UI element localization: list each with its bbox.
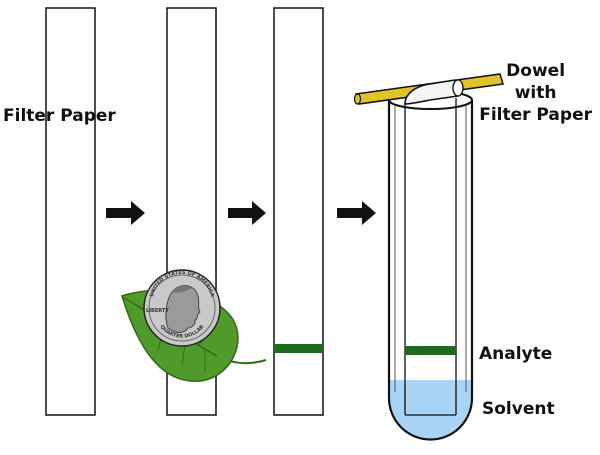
quarter-coin-icon: UNITED STATES OF AMERICA LIBERTY QUARTER… bbox=[143, 269, 221, 347]
filter-paper-strip-3 bbox=[273, 7, 324, 416]
coin-left-text: LIBERTY bbox=[146, 308, 169, 314]
dowel-label-line-3: Filter Paper bbox=[479, 105, 592, 125]
analyte-band-strip-3 bbox=[274, 344, 323, 353]
test-tube bbox=[387, 90, 474, 441]
right-arrow-icon bbox=[337, 201, 376, 225]
solvent-label: Solvent bbox=[482, 399, 555, 419]
analyte-band-tube bbox=[405, 346, 456, 355]
dowel-label-line-1: Dowel bbox=[506, 61, 566, 81]
solvent-liquid bbox=[389, 380, 472, 440]
dowel-label: Dowel with Filter Paper bbox=[479, 60, 592, 126]
filter-paper-label: Filter Paper bbox=[3, 106, 116, 126]
filter-paper-in-tube bbox=[404, 98, 457, 416]
analyte-label: Analyte bbox=[479, 344, 553, 364]
right-arrow-icon bbox=[106, 201, 145, 225]
right-arrow-icon bbox=[228, 201, 266, 225]
dowel-with-filter-paper bbox=[353, 73, 504, 105]
filter-paper-strip-1 bbox=[45, 7, 96, 416]
dowel-label-line-2: with bbox=[514, 83, 557, 103]
